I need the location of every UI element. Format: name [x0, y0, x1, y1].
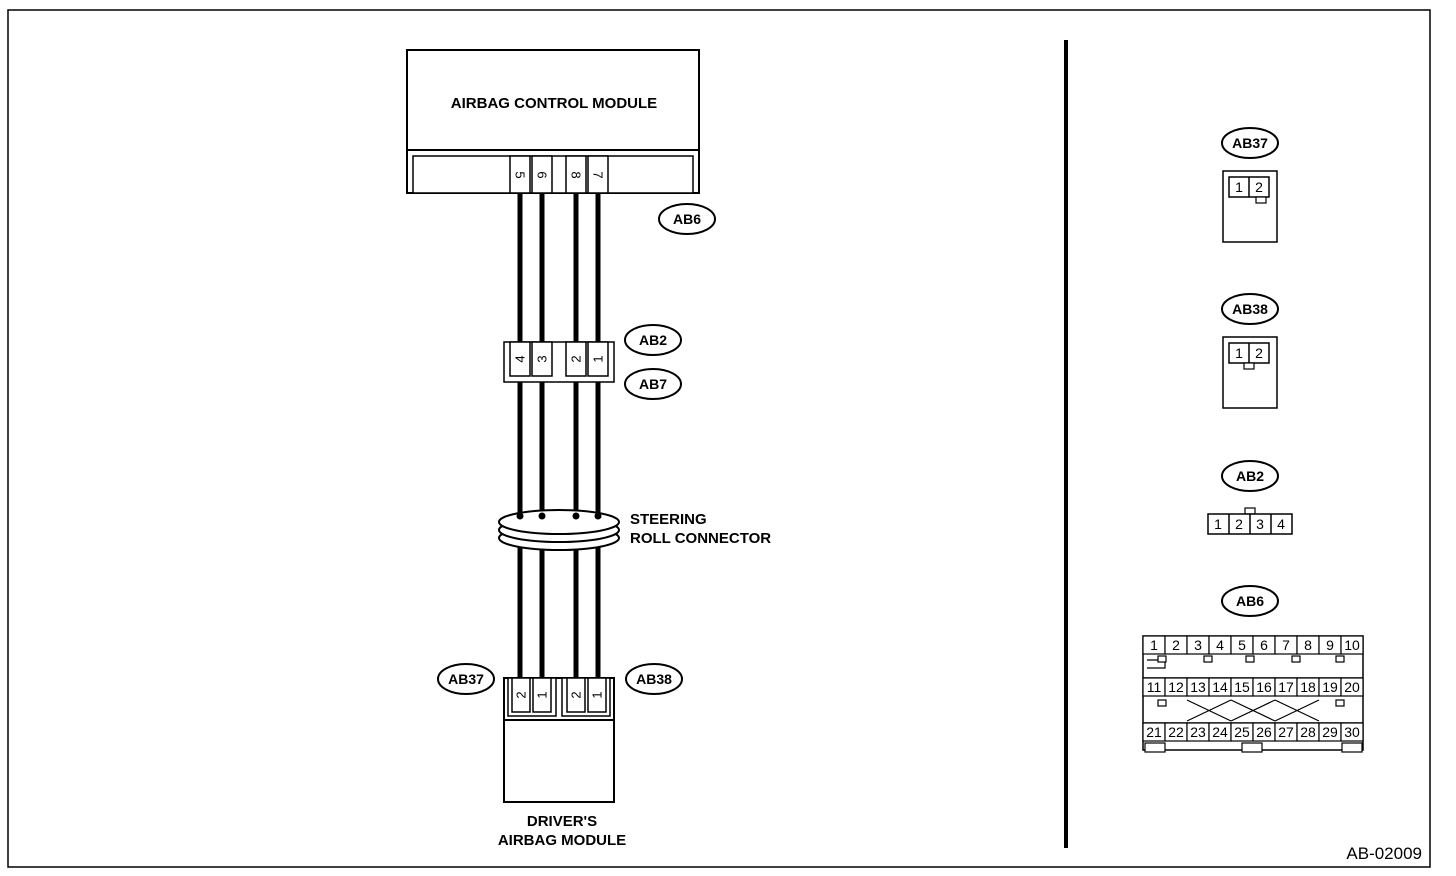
- connector-tag-ab37: AB37: [437, 663, 495, 695]
- connector-tag-ab7: AB7: [624, 368, 682, 400]
- ab38-view-pin: 1: [1235, 345, 1243, 361]
- ab2-view-pin: 1: [1214, 516, 1222, 532]
- ab6-view-pin: 5: [1238, 637, 1246, 653]
- ab6-pin-cell: [1340, 635, 1364, 655]
- acm-pin: 5: [513, 171, 528, 178]
- ab38-pin: 2: [569, 691, 584, 698]
- ab6-view-pin: 28: [1300, 724, 1316, 740]
- connector-view-ab38: AB38 1 2: [1221, 293, 1279, 409]
- ab6-view-pin: 26: [1256, 724, 1272, 740]
- ab38-pin: 1: [590, 691, 605, 698]
- ab6-view-pin: 25: [1234, 724, 1250, 740]
- ab2-view-pin: 2: [1235, 516, 1243, 532]
- dam-label-line2: AIRBAG MODULE: [498, 832, 626, 849]
- ab6-view-pin: 7: [1282, 637, 1290, 653]
- svg-text:AB7: AB7: [639, 376, 667, 392]
- connector-tag-ab2: AB2: [624, 324, 682, 356]
- svg-text:AB2: AB2: [1236, 468, 1264, 484]
- airbag-control-module: AIRBAG CONTROL MODULE: [406, 49, 700, 194]
- ab2-pin: 1: [591, 355, 606, 362]
- ab37-view-pin: 2: [1255, 179, 1263, 195]
- ab6-view-pin: 15: [1234, 679, 1250, 695]
- acm-label: AIRBAG CONTROL MODULE: [451, 95, 657, 112]
- wiring-harness: [517, 193, 601, 678]
- ab6-view-pin: 4: [1216, 637, 1224, 653]
- ab6-view-pin: 18: [1300, 679, 1316, 695]
- connector-view-ab37: AB37 1 2: [1221, 127, 1279, 243]
- ab6-view-pin: 27: [1278, 724, 1294, 740]
- steering-roll-connector: STEERING ROLL CONNECTOR: [498, 509, 771, 551]
- ab37-pin: 2: [514, 691, 529, 698]
- ab6-view-pin: 12: [1168, 679, 1184, 695]
- ab6-view-pin: 14: [1212, 679, 1228, 695]
- ab2-view-pin: 3: [1256, 516, 1264, 532]
- ab6-view-pin: 8: [1304, 637, 1312, 653]
- ab6-view-pin: 17: [1278, 679, 1294, 695]
- ab6-view-pin: 3: [1194, 637, 1202, 653]
- ab6-pin-cell: [1340, 722, 1364, 742]
- ab6-view-pin: 1: [1150, 637, 1158, 653]
- ab37-view-pin: 1: [1235, 179, 1243, 195]
- ab6-view-pin: 22: [1168, 724, 1184, 740]
- ab6-view-pin: 30: [1344, 724, 1360, 740]
- svg-text:AB2: AB2: [639, 332, 667, 348]
- connector-view-ab2: AB2 1 2 3 4: [1207, 460, 1293, 535]
- src-label-line2: ROLL CONNECTOR: [630, 530, 771, 547]
- acm-connector-pins: 5 6 8 7: [509, 155, 609, 194]
- ab6-view-pin: 13: [1190, 679, 1206, 695]
- ab6-view-pin: 21: [1146, 724, 1162, 740]
- ab6-view-pin: 2: [1172, 637, 1180, 653]
- svg-text:AB38: AB38: [1232, 301, 1268, 317]
- acm-pin: 6: [535, 171, 550, 178]
- ab2-pin: 4: [513, 355, 528, 362]
- svg-text:AB37: AB37: [1232, 135, 1268, 151]
- diagram-frame: [7, 9, 1431, 868]
- ab6-view-pin: 24: [1212, 724, 1228, 740]
- ab2-view-pin: 4: [1277, 516, 1285, 532]
- ab6-view-pin: 23: [1190, 724, 1206, 740]
- svg-text:AB38: AB38: [636, 671, 672, 687]
- drivers-airbag-module: 2 1 2 1 DRIVER'S AIRBAG MODULE: [498, 677, 626, 849]
- ab6-pin-cell: [1340, 677, 1364, 697]
- connector-ab2-ab7: 4 3 2 1: [503, 341, 615, 383]
- ab38-view-pin: 2: [1255, 345, 1263, 361]
- ab6-view-pin: 20: [1344, 679, 1360, 695]
- ab37-pin: 1: [535, 691, 550, 698]
- ab6-view-pin: 16: [1256, 679, 1272, 695]
- ab6-view-pin: 6: [1260, 637, 1268, 653]
- src-label-line1: STEERING: [630, 511, 707, 528]
- svg-text:AB37: AB37: [448, 671, 484, 687]
- figure-id: AB-02009: [1346, 844, 1422, 863]
- ab6-view-pin: 9: [1326, 637, 1334, 653]
- ab6-view-pin: 19: [1322, 679, 1338, 695]
- svg-text:AB6: AB6: [1236, 593, 1264, 609]
- acm-pin: 7: [591, 171, 606, 178]
- acm-pin: 8: [569, 171, 584, 178]
- ab6-view-pin: 29: [1322, 724, 1338, 740]
- ab6-view-pin: 10: [1344, 637, 1360, 653]
- ab2-pin: 2: [569, 355, 584, 362]
- dam-label-line1: DRIVER'S: [527, 813, 597, 830]
- ab6-view-pin: 11: [1147, 679, 1162, 695]
- svg-text:AB6: AB6: [673, 211, 701, 227]
- connector-tag-ab6: AB6: [658, 203, 716, 235]
- ab2-pin: 3: [535, 355, 550, 362]
- connector-tag-ab38: AB38: [625, 663, 683, 695]
